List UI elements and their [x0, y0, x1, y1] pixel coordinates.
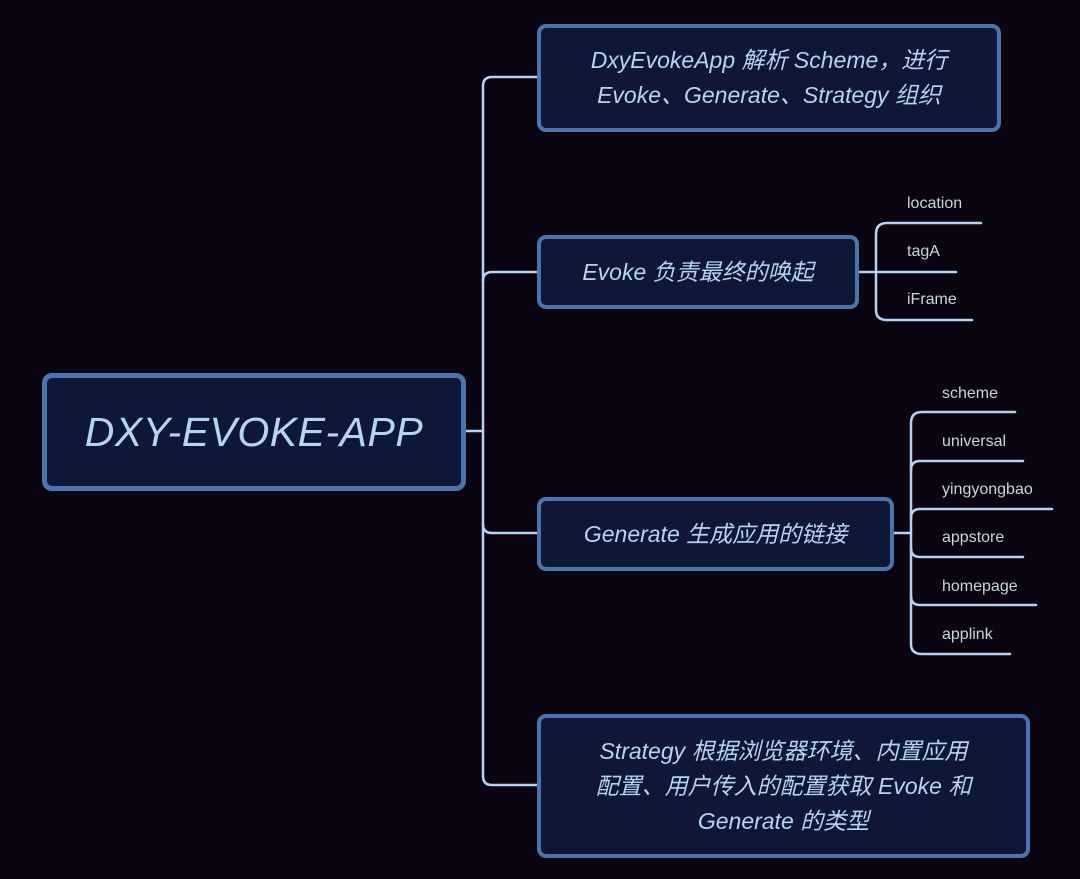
branch-node-label: Generate 生成应用的链接: [583, 520, 848, 547]
leaf-location[interactable]: location: [907, 195, 963, 212]
leaf-appstore[interactable]: appstore: [942, 529, 1005, 546]
leaf-universal[interactable]: universal: [942, 433, 1007, 450]
root-node-label: DXY-EVOKE-APP: [84, 408, 424, 455]
leaf-yingyongbao[interactable]: yingyongbao: [942, 481, 1033, 498]
branch-node-generate[interactable]: Generate 生成应用的链接: [537, 497, 894, 571]
leaf-iframe[interactable]: iFrame: [907, 291, 957, 308]
branch-node-label: Strategy 根据浏览器环境、内置应用 配置、用户传入的配置获取 Evoke…: [595, 737, 972, 834]
connector-generate-leaves: [909, 459, 1054, 607]
branch-node-dxyevokeapp[interactable]: DxyEvokeApp 解析 Scheme，进行 Evoke、Generate、…: [537, 24, 1001, 132]
connector-branch-generate: [481, 522, 539, 535]
connector-evoke-bracket: [874, 221, 983, 322]
leaf-scheme[interactable]: scheme: [942, 385, 999, 402]
branch-node-label: DxyEvokeApp 解析 Scheme，进行 Evoke、Generate、…: [590, 47, 948, 108]
connector-trunk: [481, 75, 539, 787]
branch-node-label: Evoke 负责最终的唤起: [582, 258, 814, 285]
connector-branch-evoke: [481, 270, 539, 283]
leaf-taga[interactable]: tagA: [907, 243, 940, 260]
connector-generate-bracket: [909, 410, 1017, 656]
branch-node-strategy[interactable]: Strategy 根据浏览器环境、内置应用 配置、用户传入的配置获取 Evoke…: [537, 714, 1030, 858]
branch-node-evoke[interactable]: Evoke 负责最终的唤起: [537, 235, 859, 309]
leaf-applink[interactable]: applink: [942, 626, 993, 643]
root-node[interactable]: DXY-EVOKE-APP: [42, 373, 466, 491]
leaf-homepage[interactable]: homepage: [942, 578, 1018, 595]
